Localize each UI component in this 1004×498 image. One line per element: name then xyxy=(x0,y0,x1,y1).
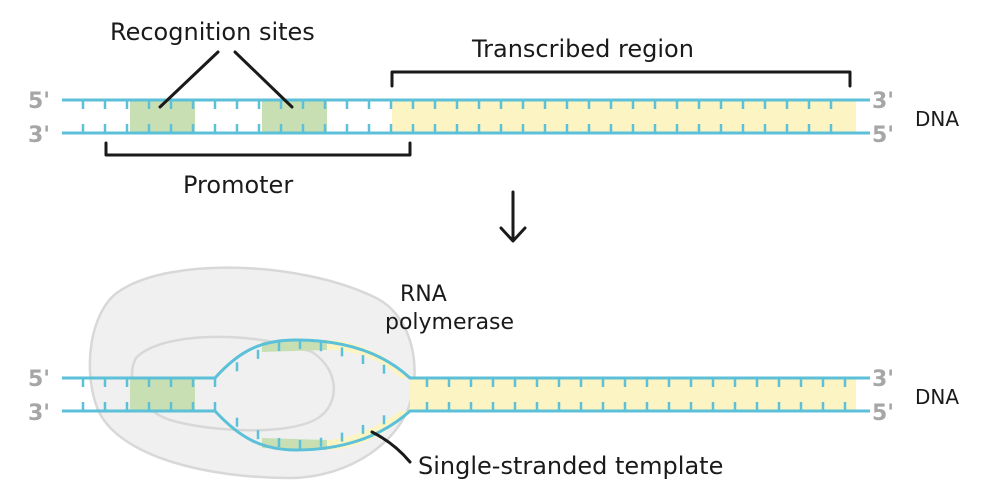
bottom-transcribed-fill xyxy=(410,378,856,411)
down-arrow xyxy=(499,190,527,243)
top-right-five-prime: 5' xyxy=(872,123,894,148)
rna-polymerase-inner xyxy=(130,335,335,432)
recognition-pointer-1 xyxy=(158,50,220,109)
bottom-dna-panel: 5' 3' 3' 5' DNA RNA polymerase Single-st… xyxy=(28,266,959,480)
rna-polymerase-label-line2: polymerase xyxy=(385,310,514,335)
bottom-left-three-prime: 3' xyxy=(28,401,50,426)
transcribed-region-bracket xyxy=(390,70,852,88)
bottom-right-five-prime: 5' xyxy=(872,401,894,426)
rna-polymerase-shape xyxy=(88,266,416,480)
top-right-three-prime: 3' xyxy=(872,89,894,114)
single-stranded-template-label: Single-stranded template xyxy=(418,452,723,480)
recognition-site-2 xyxy=(262,100,327,133)
recognition-pointer-2 xyxy=(233,50,294,109)
top-left-three-prime: 3' xyxy=(28,123,50,148)
bottom-dna-label: DNA xyxy=(915,385,959,409)
bottom-left-five-prime: 5' xyxy=(28,367,50,392)
top-dna-panel: 5' 3' 3' 5' DNA Recognition sites Transc… xyxy=(28,18,959,199)
rna-polymerase-label-line1: RNA xyxy=(400,282,447,307)
recognition-sites-label: Recognition sites xyxy=(110,18,315,46)
top-dna-label: DNA xyxy=(915,107,959,131)
top-left-five-prime: 5' xyxy=(28,89,50,114)
promoter-bracket xyxy=(104,141,412,157)
transcribed-region-label: Transcribed region xyxy=(471,35,694,63)
template-pointer xyxy=(370,430,412,464)
bottom-strand-lower xyxy=(62,409,870,452)
transcribed-region-fill xyxy=(392,100,856,133)
promoter-label: Promoter xyxy=(183,171,293,199)
bottom-recognition-site xyxy=(130,378,195,411)
bubble-upper-yellow xyxy=(327,340,410,378)
bubble-lower-yellow xyxy=(327,411,410,450)
bottom-strand-upper xyxy=(62,338,870,380)
bottom-right-three-prime: 3' xyxy=(872,367,894,392)
